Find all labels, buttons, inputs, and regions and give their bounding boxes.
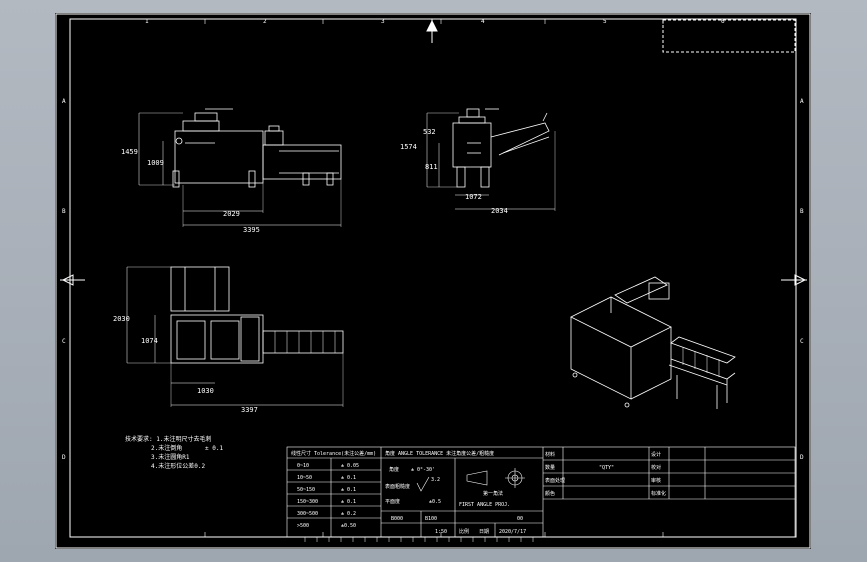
centering-mark-top: [426, 19, 438, 43]
row-label-c-right: C: [800, 338, 804, 345]
column-label-4: 4: [481, 18, 485, 25]
angle-tolerance: ± 0°-30': [411, 467, 435, 473]
tol-value-6: ±0.50: [341, 523, 356, 529]
dim-side-total: 1574: [400, 143, 417, 151]
material-label: 材料: [545, 451, 555, 458]
tol-range-3: 50~150: [297, 487, 315, 493]
dim-front-width-total: 3395: [243, 226, 260, 234]
dim-plan-depth: 2030: [113, 315, 130, 323]
treatment-label: 表面处理: [545, 477, 565, 484]
side-view: [426, 108, 556, 211]
row-label-a-right: A: [800, 98, 804, 105]
code-a: B000: [391, 516, 403, 522]
column-label-6: 6: [721, 18, 725, 25]
dim-front-height-inner: 1009: [147, 159, 164, 167]
drawing-sheet: 1 2 3 4 5 6 A B C D A B C D: [55, 13, 811, 549]
angle-label: 角度: [389, 466, 399, 473]
revision-box: [662, 19, 796, 53]
scale-value: 1:50: [435, 529, 447, 535]
row-label-a-left: A: [62, 98, 66, 105]
plan-view: [126, 266, 344, 407]
qty-value: "QTY": [599, 465, 614, 471]
qty-label: 数量: [545, 464, 555, 471]
roughness-symbol-icon: [416, 476, 430, 492]
code-b: B100: [425, 516, 437, 522]
title-block: [286, 446, 796, 538]
row-markers: A B C D A B C D: [62, 98, 804, 461]
projection-label-en: FIRST ANGLE PROJ.: [459, 502, 510, 508]
tol-range-5: 300~500: [297, 511, 318, 517]
note-line-4: 4.未注形位公差0.2: [151, 462, 205, 470]
drawing-canvas: 1 2 3 4 5 6 A B C D A B C D: [55, 13, 811, 549]
tol-value-2: ± 0.1: [341, 475, 356, 481]
column-markers-top: 1 2 3 4 5 6: [145, 18, 725, 25]
dim-side-mid: 811: [425, 163, 438, 171]
column-label-2: 2: [263, 18, 267, 25]
row-label-d-right: D: [800, 454, 804, 461]
title-block-text: 线性尺寸 Tolerance(未注公差/mm) 0~10 ± 0.05 10~5…: [291, 450, 666, 535]
dim-plan-inner-depth: 1074: [141, 337, 158, 345]
note-line-2: 2.未注倒角: [151, 444, 182, 452]
date-value: 2020/7/17: [499, 529, 526, 535]
isometric-view: [570, 276, 736, 409]
checker-label: 校对: [651, 464, 661, 471]
technical-notes: 技术要求: 1.未注明尺寸去毛刺 2.未注倒角 ± 0.1 3.未注圆角R1 4…: [125, 435, 223, 470]
standard-label: 标准化: [651, 490, 666, 497]
column-label-3: 3: [381, 18, 385, 25]
tol-value-3: ± 0.1: [341, 487, 356, 493]
projection-label-cn: 第一角法: [483, 490, 503, 497]
row-label-d-left: D: [62, 454, 66, 461]
roughness-value: 3.2: [431, 477, 440, 483]
angle-header: 角度 ANGLE TOLERANCE 未注角度公差/粗糙度: [385, 450, 494, 457]
tol-value-4: ± 0.1: [341, 499, 356, 505]
tol-value-1: ± 0.05: [341, 463, 359, 469]
tol-value-5: ± 0.2: [341, 511, 356, 517]
tolerance-header: 线性尺寸 Tolerance(未注公差/mm): [291, 450, 376, 457]
dim-plan-width: 3397: [241, 406, 258, 414]
tol-range-2: 10~50: [297, 475, 312, 481]
dim-plan-front: 1030: [197, 387, 214, 395]
centering-mark-right: [781, 274, 807, 286]
tol-range-4: 150~300: [297, 499, 318, 505]
bottom-scale-ticks: [304, 537, 534, 542]
front-view-dimensions: 1459 1009 2029 3395: [121, 148, 260, 234]
approver-label: 审核: [651, 477, 661, 484]
side-view-dimensions: 532 1574 811 1072 2034: [400, 128, 508, 215]
dim-side-top: 532: [423, 128, 436, 136]
row-label-b-left: B: [62, 208, 66, 215]
note-line-3: 3.未注圆角R1: [151, 453, 190, 461]
first-angle-projection-icon: [466, 468, 525, 488]
drawing-number: 00: [517, 516, 523, 522]
roughness-label: 表面粗糙度: [385, 483, 410, 490]
dim-side-base: 1072: [465, 193, 482, 201]
column-ticks: [204, 19, 664, 537]
note-line-1: 技术要求: 1.未注明尺寸去毛刺: [125, 435, 211, 443]
tol-range-1: 0~10: [297, 463, 309, 469]
designer-label: 设计: [651, 451, 661, 458]
centering-mark-left: [60, 274, 85, 286]
date-label: 日期: [479, 529, 489, 535]
flatness-label: 平面度: [385, 498, 400, 505]
plan-view-dimensions: 2030 1074 1030 3397: [113, 315, 258, 414]
flatness-value: ±0.5: [429, 499, 441, 505]
note-line-2-value: ± 0.1: [205, 445, 223, 452]
tol-range-6: >500: [297, 523, 309, 529]
column-label-5: 5: [603, 18, 607, 25]
dim-front-height: 1459: [121, 148, 138, 156]
dim-front-width-inner: 2029: [223, 210, 240, 218]
column-label-1: 1: [145, 18, 149, 25]
front-view: [138, 108, 342, 227]
row-label-c-left: C: [62, 338, 66, 345]
scale-label: 比例: [459, 528, 469, 535]
finish-label: 颜色: [545, 490, 555, 497]
outer-frame: [55, 13, 811, 549]
row-label-b-right: B: [800, 208, 804, 215]
dim-side-length: 2034: [491, 207, 508, 215]
